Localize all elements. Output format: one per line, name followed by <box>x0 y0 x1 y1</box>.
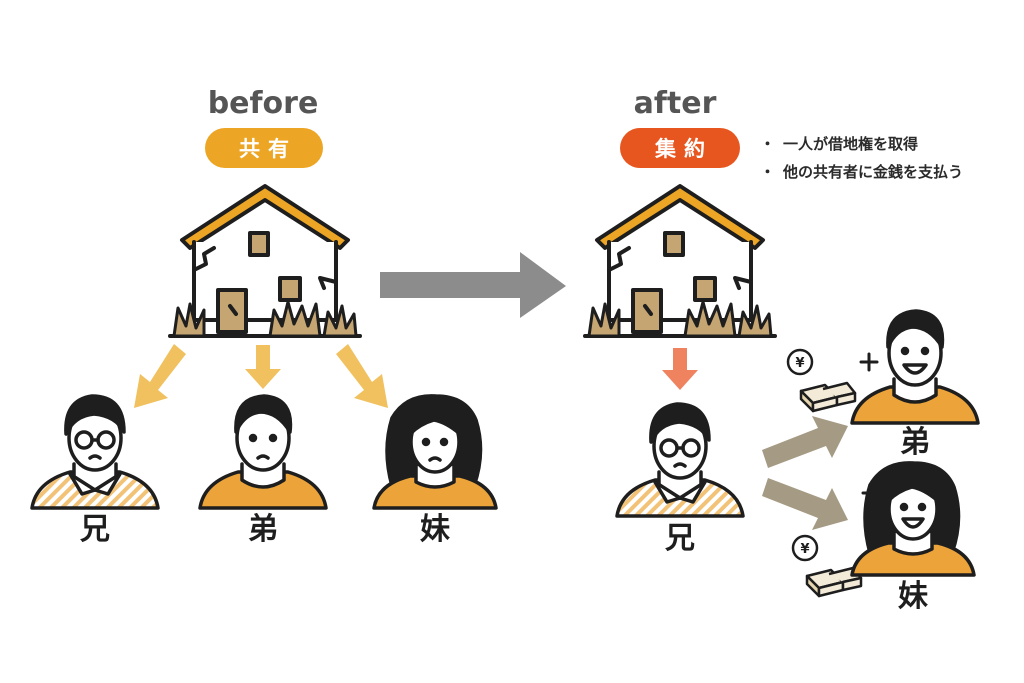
label-elder-brother: 兄 <box>80 512 110 547</box>
yen-coin-icon: ¥ <box>791 534 819 562</box>
after-notes: ・一人が借地権を取得 ・他の共有者に金銭を支払う <box>760 130 963 186</box>
label-owner: 兄 <box>665 521 695 556</box>
note-item: ・他の共有者に金銭を支払う <box>760 163 964 181</box>
yen-coin-icon: ¥ <box>786 348 814 376</box>
paid-brother-avatar <box>850 309 980 425</box>
yen-symbol: ¥ <box>795 356 804 371</box>
after-badge: 集約 <box>620 128 740 168</box>
label-paid-sister: 妹 <box>898 579 928 614</box>
before-badge: 共有 <box>205 128 323 168</box>
note-item: ・一人が借地権を取得 <box>760 135 919 153</box>
paid-sister-avatar <box>850 461 976 577</box>
yen-symbol: ¥ <box>800 542 809 557</box>
before-heading: before <box>207 86 319 121</box>
after-house-icon <box>583 184 777 338</box>
sister-avatar <box>372 394 498 510</box>
owner-avatar <box>615 402 745 518</box>
banknote-stack-icon <box>799 381 857 413</box>
label-paid-brother: 弟 <box>900 425 930 460</box>
arrow-to-paid-brother <box>762 416 848 468</box>
label-younger-brother: 弟 <box>248 512 278 547</box>
arrow-to-owner <box>662 348 698 390</box>
label-sister: 妹 <box>420 512 450 547</box>
plus-icon <box>859 352 879 372</box>
arrow-to-sister <box>336 344 388 408</box>
after-heading: after <box>633 86 717 121</box>
younger-brother-avatar <box>198 394 328 510</box>
elder-brother-avatar <box>30 394 160 510</box>
transition-arrow-icon <box>380 252 566 318</box>
arrow-to-younger-brother <box>245 345 281 389</box>
arrow-to-paid-sister <box>762 478 848 530</box>
before-house-icon <box>168 184 362 338</box>
arrow-to-elder-brother <box>134 344 186 408</box>
